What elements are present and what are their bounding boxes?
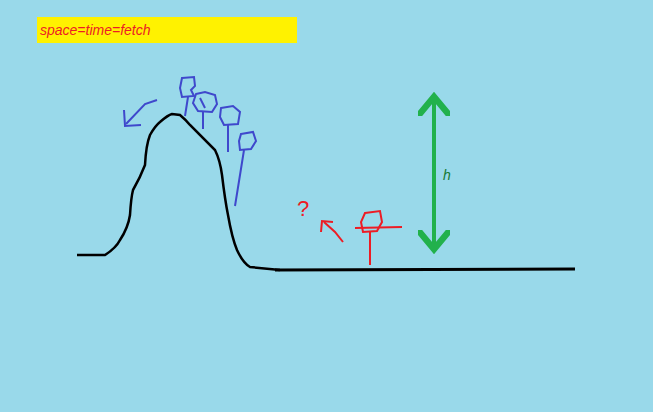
question-mark: ? [297, 196, 309, 222]
ground-line [275, 269, 575, 270]
person-figure [355, 211, 402, 265]
height-arrow [432, 100, 436, 246]
slope-arrow [124, 100, 157, 126]
trees [180, 77, 256, 206]
title-text: space=time=fetch [40, 21, 293, 39]
height-label: h [443, 167, 451, 183]
look-arrow [321, 221, 343, 242]
hill-outline [77, 114, 280, 270]
title-box: space=time=fetch [37, 17, 297, 43]
